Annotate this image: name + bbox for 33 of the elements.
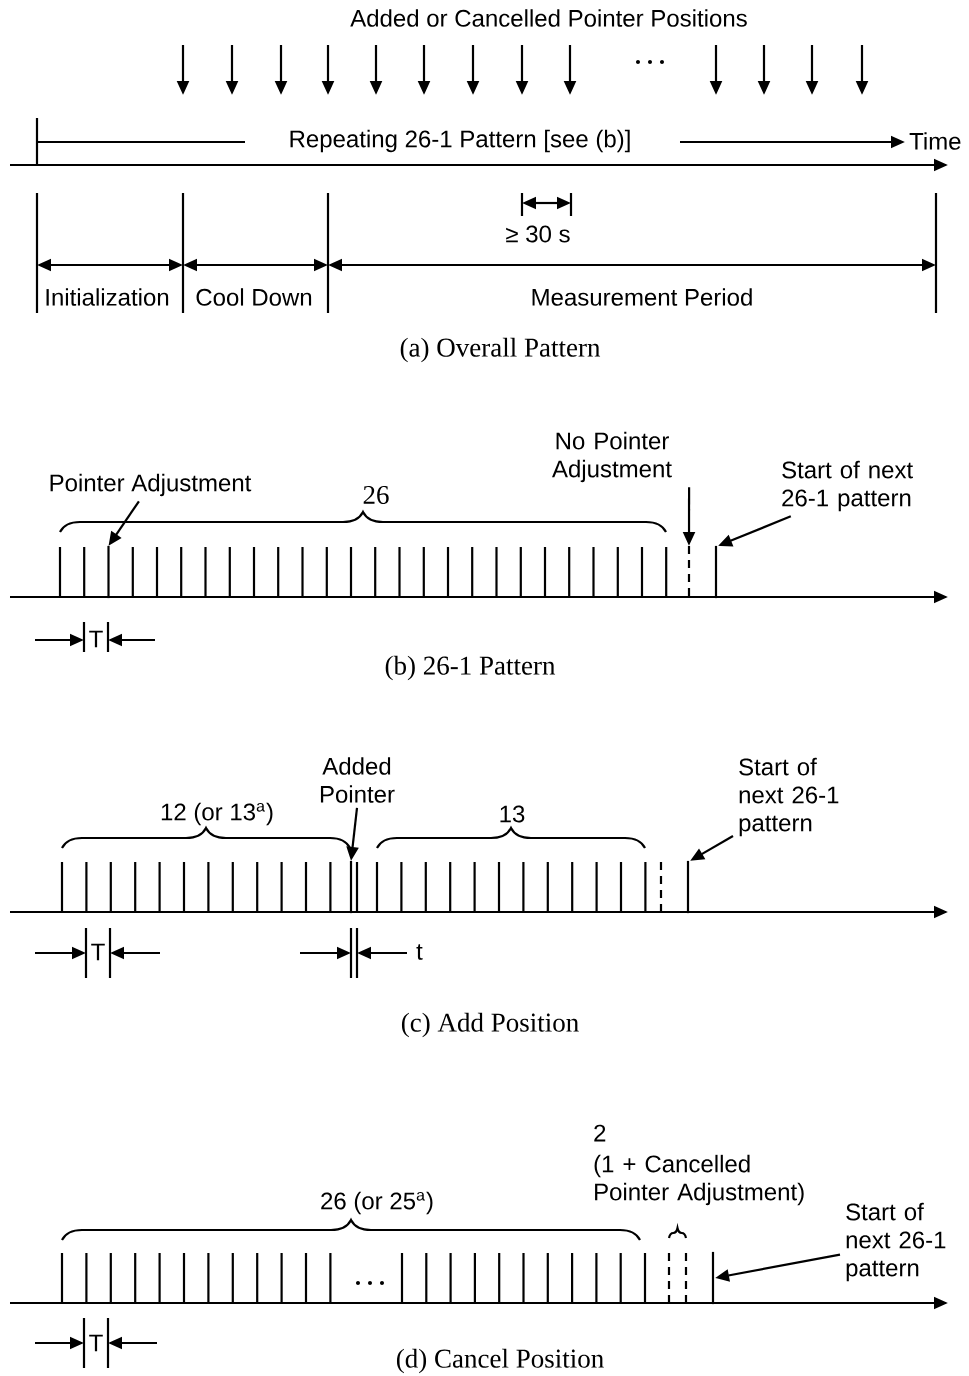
heading: Added or Cancelled Pointer Positions (350, 9, 747, 27)
period-label: t (416, 944, 423, 960)
callout-text: Added Pointer (320, 757, 395, 803)
phase-label: Initialization (46, 288, 169, 306)
period-label: T (86, 628, 106, 650)
count-label: 2 (594, 1124, 606, 1142)
phase-label: Cool Down (196, 288, 312, 306)
count-label: 12 (or 13$^{a}$) (161, 802, 273, 826)
span-label: Repeating 26-1 Pattern [see (b)] (286, 127, 634, 155)
caption: (d) Cancel Position (396, 1348, 604, 1374)
count-label: 13 (500, 805, 525, 823)
phase-label: Measurement Period (532, 288, 752, 306)
pulse-tick (711, 1251, 715, 1305)
period-label: T (86, 1332, 106, 1354)
callout-text: Pointer Adjustment (50, 473, 252, 497)
caption: (a) Overall Pattern (400, 337, 601, 363)
axis-label: Time (909, 132, 961, 150)
period-label: T (88, 941, 108, 963)
callout-text: Start of next 26-1 pattern (846, 1202, 946, 1282)
caption: (c) Add Position (401, 1012, 579, 1038)
count-label: 26 (363, 485, 389, 505)
count-note: (1 + Cancelled Pointer Adjustment) (594, 1154, 804, 1206)
dashed-tick (687, 545, 691, 599)
pulse-tick (714, 545, 718, 599)
callout-text: No Pointer Adjustment (552, 431, 672, 483)
pulse-tick (686, 860, 690, 914)
pulse-tick (349, 860, 353, 914)
interval-label: ≥ 30 s (506, 225, 570, 243)
callout-text: Start of next 26-1 pattern (739, 757, 839, 837)
callout-text: Start of next 26-1 pattern (782, 460, 913, 512)
count-label: 26 (or 25$^{a}$) (321, 1191, 433, 1215)
pulse-tick (107, 545, 110, 599)
caption: (b) 26-1 Pattern (385, 655, 556, 681)
